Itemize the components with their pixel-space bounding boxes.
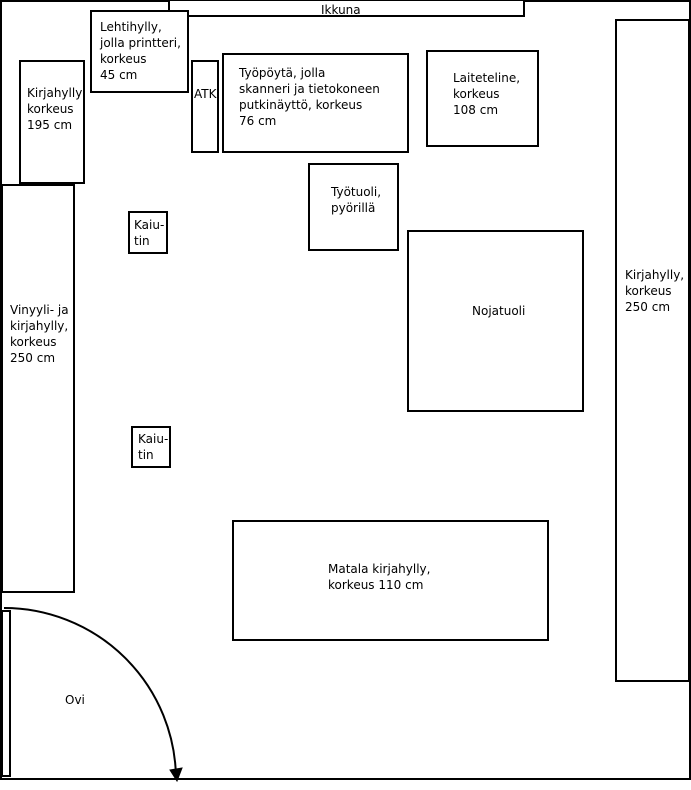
- svg-text:Kirjahylly, korkeus: Kirjahylly, korkeus 195 cm: [27, 86, 90, 132]
- svg-text:Vinyyli- ja kirjahylly,: Vinyyli- ja kirjahylly, korkeus 250 cm: [10, 303, 72, 365]
- bookshelf-small-label: korkeus: [27, 102, 74, 116]
- armchair: Nojatuoli: [407, 230, 584, 412]
- bookshelf-small: Kirjahylly, korkeus 195 cm: [19, 60, 90, 184]
- bookshelf-right: Kirjahylly, korkeus 250 cm: [615, 19, 690, 682]
- computer: ATK: [191, 60, 219, 153]
- vinyl-shelf-label: korkeus: [10, 335, 57, 349]
- low-bookshelf: Matala kirjahylly, korkeus 110 cm: [232, 520, 549, 641]
- equipment-rack: Laiteteline, korkeus 108 cm: [426, 50, 539, 147]
- magazine-shelf: Lehtihylly, jolla printteri, korkeus 45 …: [90, 10, 189, 93]
- desk-label: 76 cm: [239, 114, 276, 128]
- speaker-top: Kaiu- tin: [128, 211, 168, 254]
- magazine-shelf-label: Lehtihylly,: [100, 20, 162, 34]
- bookshelf-small-label: 195 cm: [27, 118, 72, 132]
- desk-label: putkinäyttö, korkeus: [239, 98, 362, 112]
- office-chair-label: Työtuoli,: [330, 185, 381, 199]
- desk-label: Työpöytä, jolla: [238, 66, 325, 80]
- door-label: Ovi: [65, 693, 85, 707]
- magazine-shelf-label: korkeus: [100, 52, 147, 66]
- equipment-rack-label: 108 cm: [453, 103, 498, 117]
- vinyl-shelf: Vinyyli- ja kirjahylly, korkeus 250 cm: [1, 184, 75, 593]
- bookshelf-right-label: Kirjahylly,: [625, 268, 684, 282]
- equipment-rack-label: Laiteteline,: [453, 71, 520, 85]
- svg-text:Matala kirjahylly, korke: Matala kirjahylly, korkeus 110 cm: [328, 562, 434, 592]
- speaker-top-label: tin: [134, 234, 150, 248]
- bookshelf-small-label: Kirjahylly,: [27, 86, 86, 100]
- speaker-bottom-label: Kaiu-: [138, 432, 168, 446]
- armchair-label: Nojatuoli: [472, 304, 525, 318]
- svg-text:Kaiu- tin: Kaiu- tin: [138, 432, 172, 462]
- speaker-bottom-label: tin: [138, 448, 154, 462]
- speaker-bottom: Kaiu- tin: [131, 426, 172, 468]
- low-bookshelf-label: Matala kirjahylly,: [328, 562, 430, 576]
- svg-text:Työtuoli, pyörillä: Työtuoli, pyörillä: [330, 185, 385, 215]
- desk-label: skanneri ja tietokoneen: [239, 82, 380, 96]
- magazine-shelf-label: 45 cm: [100, 68, 137, 82]
- vinyl-shelf-label: Vinyyli- ja: [10, 303, 69, 317]
- svg-text:Lehtihylly, jolla printt: Lehtihylly, jolla printteri, korkeus 45 …: [99, 20, 185, 82]
- low-bookshelf-label: korkeus 110 cm: [328, 578, 423, 592]
- svg-text:Kirjahylly, korkeus: Kirjahylly, korkeus 250 cm: [625, 268, 688, 314]
- desk: Työpöytä, jolla skanneri ja tietokoneen …: [222, 53, 409, 153]
- equipment-rack-label: korkeus: [453, 87, 500, 101]
- computer-label: ATK: [194, 87, 218, 101]
- office-chair-label: pyörillä: [331, 201, 375, 215]
- speaker-top-label: Kaiu-: [134, 218, 164, 232]
- svg-text:Kaiu- tin: Kaiu- tin: [134, 218, 168, 248]
- magazine-shelf-label: jolla printteri,: [99, 36, 181, 50]
- svg-text:Laiteteline, korkeus: Laiteteline, korkeus 108 cm: [453, 71, 524, 117]
- door-swing-arc: [3, 607, 177, 779]
- vinyl-shelf-label: kirjahylly,: [10, 319, 68, 333]
- bookshelf-right-label: 250 cm: [625, 300, 670, 314]
- window: Ikkuna: [168, 0, 525, 17]
- svg-text:Työpöytä, jolla skanneri: Työpöytä, jolla skanneri ja tietokoneen …: [238, 66, 384, 128]
- door: Ovi: [1, 607, 183, 783]
- vinyl-shelf-label: 250 cm: [10, 351, 55, 365]
- office-chair: Työtuoli, pyörillä: [308, 163, 399, 251]
- bookshelf-right-label: korkeus: [625, 284, 672, 298]
- window-label: Ikkuna: [321, 3, 361, 17]
- door-swing-arrowhead: [169, 767, 183, 783]
